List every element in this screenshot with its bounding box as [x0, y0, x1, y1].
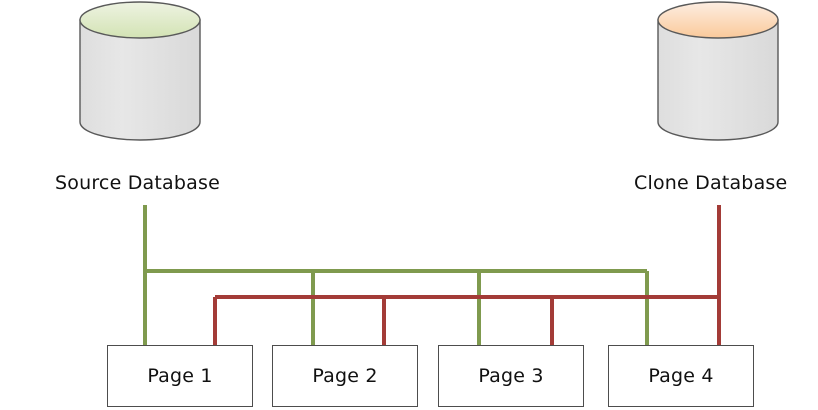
source-database-label: Source Database — [55, 172, 220, 194]
source-database-cylinder-icon — [79, 1, 201, 141]
page-box-4[interactable]: Page 4 — [608, 345, 754, 407]
clone-database-label: Clone Database — [634, 172, 788, 194]
clone-connector — [213, 205, 721, 346]
clone-cylinder-top — [657, 1, 779, 39]
page-box-2[interactable]: Page 2 — [272, 345, 418, 407]
source-connector — [143, 205, 649, 346]
page-box-1[interactable]: Page 1 — [107, 345, 253, 407]
source-cylinder-top — [79, 1, 201, 39]
page-box-1-label: Page 1 — [147, 365, 213, 387]
clone-database-cylinder-icon — [657, 1, 779, 141]
page-box-2-label: Page 2 — [312, 365, 378, 387]
page-box-3[interactable]: Page 3 — [438, 345, 584, 407]
page-box-3-label: Page 3 — [478, 365, 544, 387]
source-cylinder-body — [79, 19, 201, 141]
clone-cylinder-body — [657, 19, 779, 141]
page-box-4-label: Page 4 — [648, 365, 714, 387]
